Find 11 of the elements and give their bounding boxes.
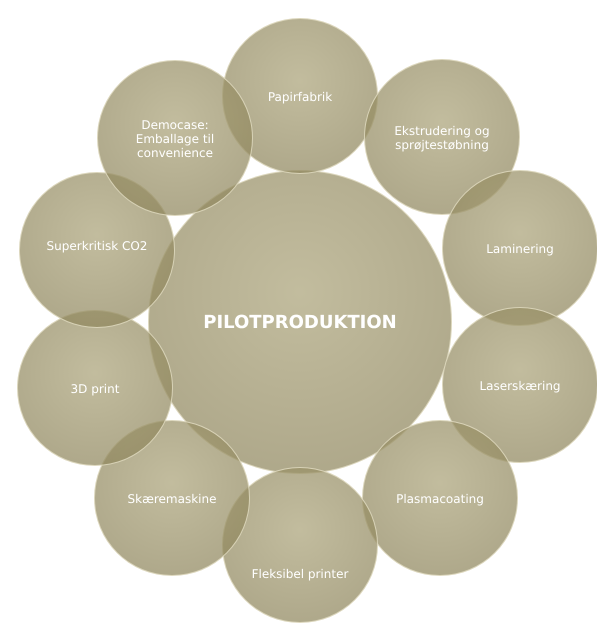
center-title: PILOTPRODUKTION	[202, 312, 398, 334]
circle-label: Plasmacoating	[395, 492, 485, 506]
circle-label: Superkritisk CO2	[46, 239, 148, 254]
circle-label: Laminering	[485, 242, 555, 256]
circle-label: Ekstrudering og sprøjtestøbning	[393, 124, 491, 152]
circle-label: 3D print	[70, 382, 120, 396]
circle-label: Democase: Emballage til convenience	[134, 118, 216, 161]
circle-label: Papirfabrik	[266, 90, 334, 104]
circle-label: Laserskæring	[478, 379, 562, 394]
circle-label: Skæremaskine	[126, 492, 218, 506]
circle-label: Fleksibel printer	[250, 567, 350, 582]
